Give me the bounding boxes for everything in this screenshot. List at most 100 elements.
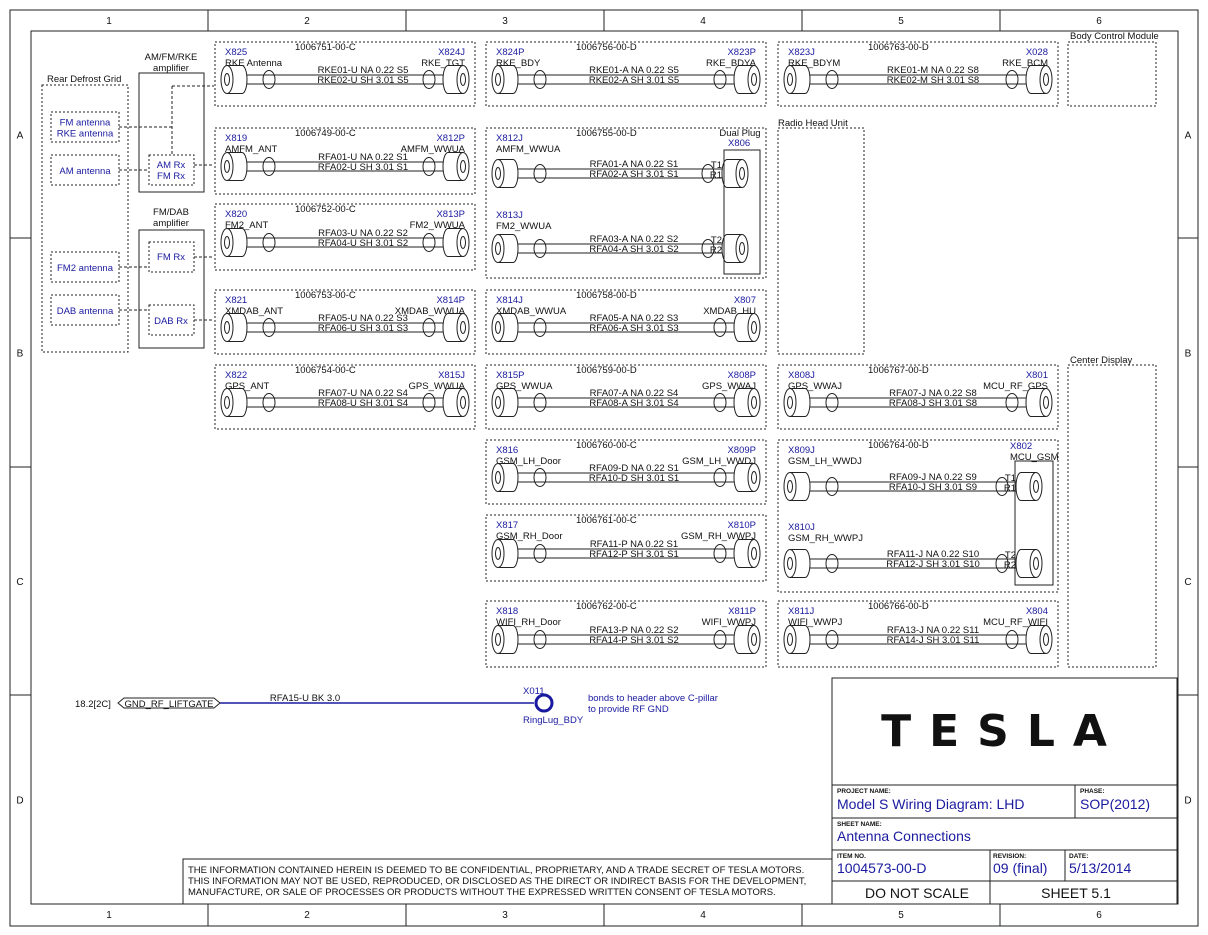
item-number: 1004573-00-D bbox=[837, 860, 927, 876]
sheet-name-label: SHEET NAME: bbox=[837, 821, 882, 828]
connector-pin bbox=[751, 321, 757, 334]
connector-face bbox=[747, 625, 761, 654]
shield-ellipse bbox=[533, 393, 547, 412]
connector-face bbox=[1039, 65, 1053, 94]
cable-part-number: 1006752-00-C bbox=[295, 204, 356, 215]
left-connector-name: XMDAB_ANT bbox=[225, 306, 283, 317]
cable-part-number: 1006755-00-D bbox=[576, 128, 637, 139]
grid-column-label: 5 bbox=[898, 16, 904, 27]
receiver-label: FM Rx bbox=[157, 171, 185, 182]
wire-label-signal: RFA01-U NA 0.22 S1 bbox=[318, 152, 408, 163]
left-coax-connector bbox=[491, 463, 519, 492]
connector-face bbox=[1039, 388, 1053, 417]
right-connector-id: X824J bbox=[438, 47, 465, 58]
body-control-module-box bbox=[1067, 41, 1157, 107]
connector-face bbox=[456, 228, 470, 257]
cable-box bbox=[214, 364, 476, 430]
module-title: Radio Head Unit bbox=[778, 118, 848, 129]
right-coax-connector bbox=[733, 539, 761, 568]
connector-face bbox=[747, 388, 761, 417]
shield-ellipse bbox=[533, 70, 547, 89]
left-coax-connector bbox=[220, 152, 248, 181]
connector-pin bbox=[751, 396, 757, 409]
wire-label-shield: RFA04-A SH 3.01 S2 bbox=[589, 244, 678, 255]
connector-pin bbox=[460, 160, 466, 173]
connector-pin bbox=[224, 236, 230, 249]
terminal-label: T1 bbox=[1005, 473, 1016, 484]
scale-note: DO NOT SCALE bbox=[865, 885, 969, 901]
right-connector-name: MCU_RF_GPS bbox=[983, 381, 1048, 392]
cable-part-number: 1006753-00-C bbox=[295, 290, 356, 301]
left-coax-connector bbox=[783, 65, 811, 94]
antenna-label: RKE antenna bbox=[57, 129, 114, 140]
connector-face bbox=[220, 313, 234, 342]
wire-label-shield: RFA10-D SH 3.01 S1 bbox=[589, 473, 679, 484]
dual-plug-title: Dual Plug bbox=[719, 128, 760, 139]
antenna-box bbox=[50, 154, 120, 186]
left-connector-id: X814J bbox=[496, 295, 523, 306]
left-connector-name: FM2_WWUA bbox=[496, 221, 552, 232]
shield-ellipse bbox=[262, 318, 276, 337]
terminal-label: R1 bbox=[710, 170, 722, 181]
wire-label-shield: RFA04-U SH 3.01 S2 bbox=[318, 238, 408, 249]
cable-part-number: 1006767-00-D bbox=[868, 365, 929, 376]
fm-dab-amplifier-box bbox=[138, 229, 205, 349]
phase: SOP(2012) bbox=[1080, 796, 1150, 812]
left-connector-id: X812J bbox=[496, 133, 523, 144]
right-coax-connector bbox=[1025, 65, 1053, 94]
shield-ellipse bbox=[825, 630, 839, 649]
radio-head-unit-box bbox=[777, 127, 865, 355]
right-connector-id: X804 bbox=[1026, 606, 1048, 617]
grid-column-label: 2 bbox=[304, 910, 310, 921]
connector-face bbox=[491, 388, 505, 417]
connector-face bbox=[1029, 549, 1043, 578]
shield-ellipse bbox=[995, 554, 1009, 573]
title-block-frame bbox=[831, 677, 1178, 905]
cable-box bbox=[485, 514, 767, 582]
right-connector-id: X813P bbox=[436, 209, 465, 220]
terminal-label: R2 bbox=[710, 245, 722, 256]
shield-ellipse bbox=[825, 393, 839, 412]
grid-column-label: 1 bbox=[106, 16, 112, 27]
connector-pin bbox=[495, 242, 501, 255]
connector-pin bbox=[787, 396, 793, 409]
coax-cable: 1006758-00-DX814JXMDAB_WWUAX807XMDAB_HUR… bbox=[485, 289, 767, 355]
confidential-line: THE INFORMATION CONTAINED HEREIN IS DEEM… bbox=[188, 865, 804, 876]
center-display-box bbox=[1067, 364, 1157, 668]
item-number-label: ITEM NO. bbox=[837, 853, 866, 860]
right-coax-connector bbox=[721, 159, 749, 188]
connector-face bbox=[220, 152, 234, 181]
net-name: GND_RF_LIFTGATE bbox=[124, 699, 213, 710]
cable-box bbox=[777, 364, 1059, 430]
left-connector-id: X815P bbox=[496, 370, 525, 381]
connector-face bbox=[491, 234, 505, 263]
shield-ellipse bbox=[995, 477, 1009, 496]
wire-label-shield: RFA12-J SH 3.01 S10 bbox=[886, 559, 979, 570]
connector-pin bbox=[787, 73, 793, 86]
connector-pin bbox=[495, 167, 501, 180]
wire-label-signal: RFA13-P NA 0.22 S2 bbox=[589, 625, 678, 636]
connector-face bbox=[456, 65, 470, 94]
coax-cable: 1006761-00-CX817GSM_RH_DoorX810PGSM_RH_W… bbox=[485, 514, 767, 582]
left-coax-connector bbox=[491, 625, 519, 654]
connector-face bbox=[220, 65, 234, 94]
antenna-box bbox=[50, 251, 120, 283]
connector-face bbox=[783, 388, 797, 417]
shield-ellipse bbox=[1005, 630, 1019, 649]
cable-box bbox=[485, 41, 767, 107]
shield-ellipse bbox=[422, 393, 436, 412]
grid-row-label: A bbox=[17, 131, 24, 142]
left-connector-name: GSM_LH_Door bbox=[496, 456, 561, 467]
left-connector-id: X811J bbox=[788, 606, 814, 617]
connector-pin bbox=[495, 633, 501, 646]
shield-ellipse bbox=[713, 318, 727, 337]
wire-label-signal: RFA11-P NA 0.22 S1 bbox=[590, 539, 678, 550]
right-coax-connector bbox=[733, 388, 761, 417]
left-connector-id: X818 bbox=[496, 606, 518, 617]
cable-box bbox=[485, 364, 767, 430]
right-connector-id: X810P bbox=[727, 520, 756, 531]
